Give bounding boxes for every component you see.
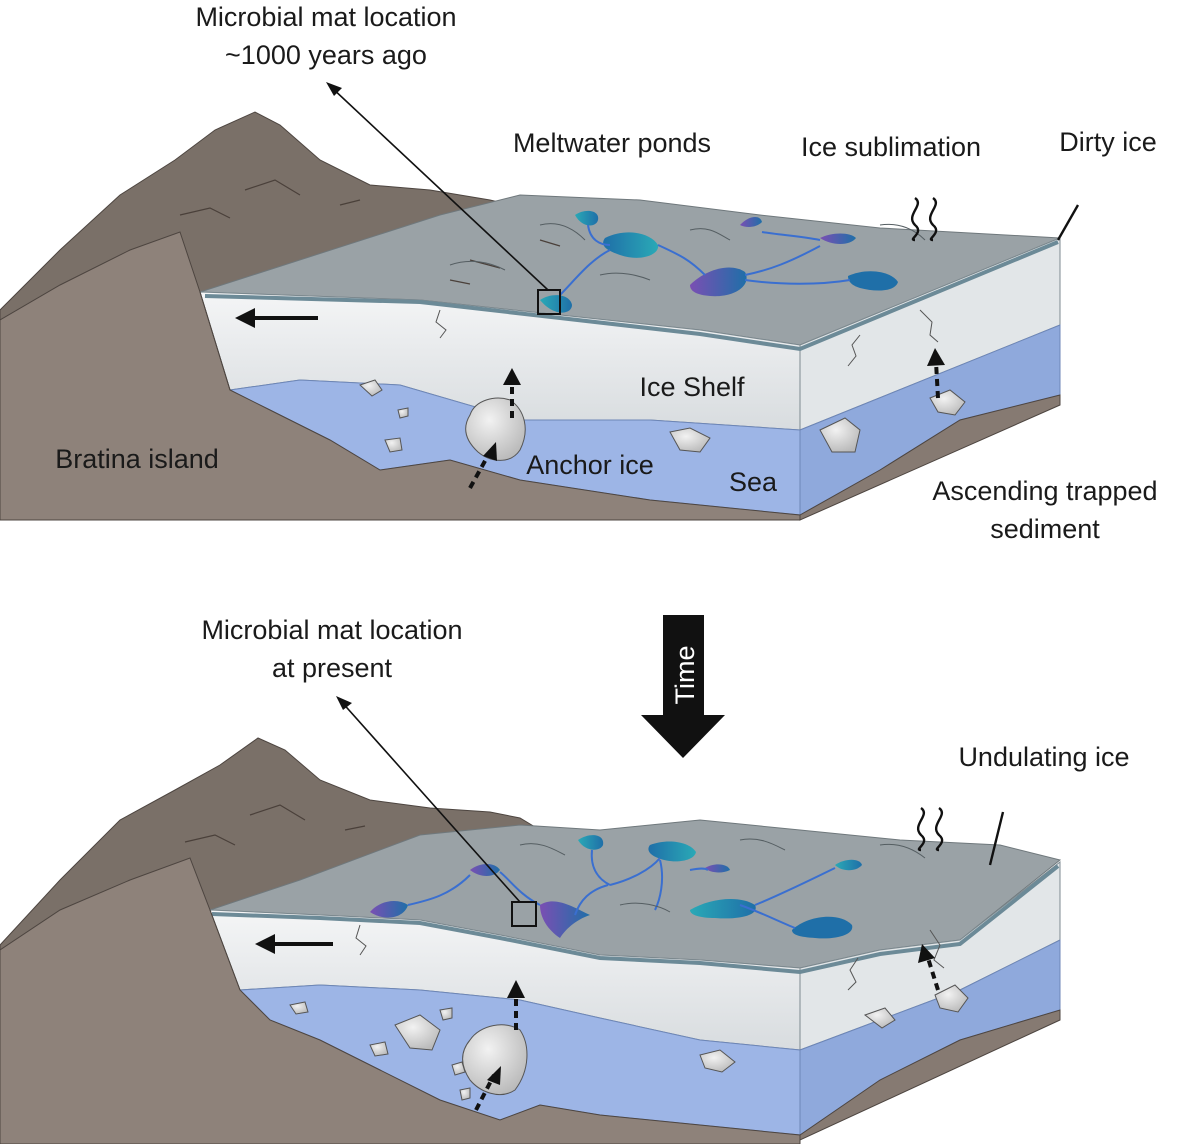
boulders-top <box>359 379 966 461</box>
time-arrow: Time <box>641 615 725 758</box>
microbial-mat-pointer-bottom <box>339 699 521 903</box>
microbial-mat-marker-bottom <box>511 901 537 927</box>
mat-label-bottom-line1: Microbial mat location <box>201 615 462 645</box>
meltwater-ponds-label: Meltwater ponds <box>513 128 711 158</box>
ascending-sediment-line2: sediment <box>990 514 1100 544</box>
top-panel: Microbial mat location ~1000 years ago M… <box>0 2 1158 544</box>
ascending-sediment-line1: Ascending trapped <box>932 476 1157 506</box>
ice-shelf-label: Ice Shelf <box>639 372 745 402</box>
bratina-island-rock <box>0 231 801 521</box>
dirty-ice-pointer <box>1056 204 1080 241</box>
mat-label-bottom-line2: at present <box>272 653 393 683</box>
undulating-ice-pointer <box>988 811 1005 866</box>
undulating-ice-label: Undulating ice <box>958 742 1129 772</box>
mat-label-top-line2: ~1000 years ago <box>225 40 427 70</box>
island-rock-bottom <box>0 857 801 1144</box>
microbial-mat-pointer-top <box>329 85 549 291</box>
microbial-mat-marker-top <box>537 289 561 315</box>
sea-label: Sea <box>729 467 778 497</box>
dirty-ice-label: Dirty ice <box>1059 127 1157 157</box>
bottom-panel: Microbial mat location at present Undula… <box>0 615 1130 1144</box>
sublimation-waves <box>910 197 938 242</box>
boulders-bottom <box>289 984 969 1101</box>
bratina-island-label: Bratina island <box>55 444 219 474</box>
mat-label-top-line1: Microbial mat location <box>195 2 456 32</box>
ice-sublimation-label: Ice sublimation <box>801 132 981 162</box>
sublimation-waves-bottom <box>916 807 944 852</box>
anchor-ice-label: Anchor ice <box>526 450 654 480</box>
time-label: Time <box>670 646 700 705</box>
